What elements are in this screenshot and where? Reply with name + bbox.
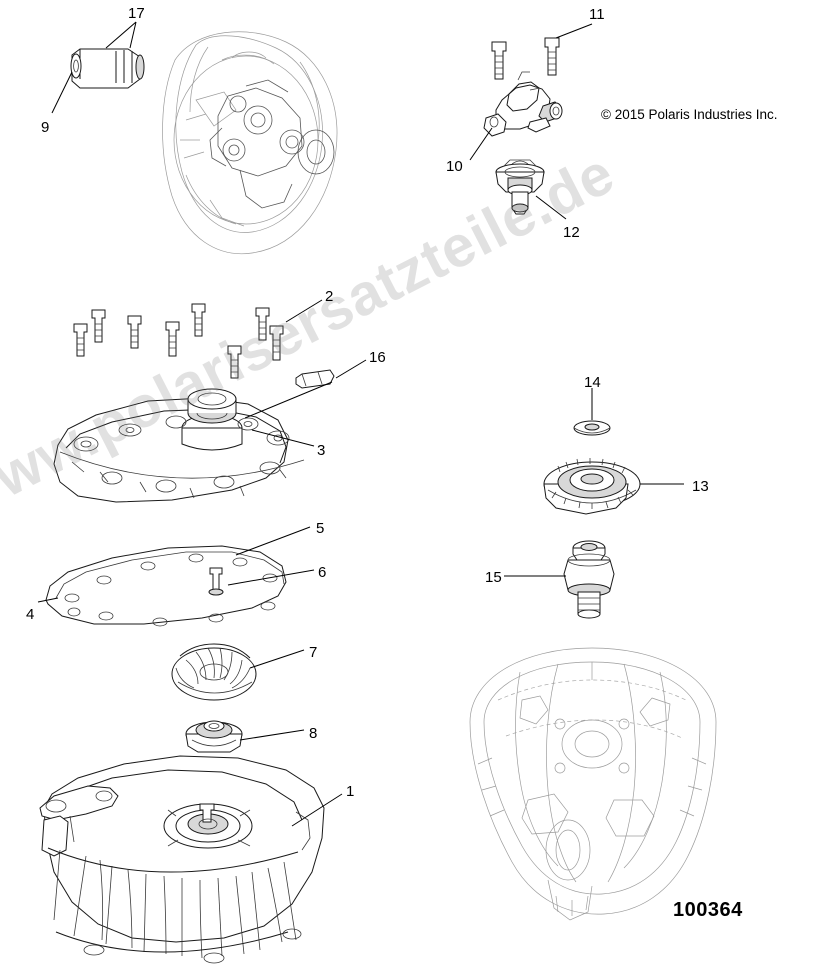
- part-2-bolts: [73, 303, 284, 379]
- part-15-shaft-assembly: [563, 540, 615, 619]
- copyright-notice: © 2015 Polaris Industries Inc.: [601, 107, 778, 122]
- callout-2: 2: [325, 288, 334, 305]
- callout-15: 15: [485, 569, 502, 586]
- callout-12: 12: [563, 224, 580, 241]
- part-13-pulley: [543, 458, 641, 515]
- callout-6: 6: [318, 564, 327, 581]
- part-16-fitting: [295, 369, 335, 389]
- part-14-washer: [573, 420, 611, 436]
- callout-13: 13: [692, 478, 709, 495]
- callout-9: 9: [41, 119, 50, 136]
- part-3-pump-cover: [53, 388, 305, 503]
- part-8-seal: [185, 720, 243, 753]
- ghost-case-assembly: [469, 647, 717, 921]
- callout-17: 17: [128, 5, 145, 22]
- callout-14: 14: [584, 374, 601, 391]
- callout-4: 4: [26, 606, 35, 623]
- callout-11: 11: [589, 6, 605, 23]
- callout-3: 3: [317, 442, 326, 459]
- part-17-dowel-pin: [70, 48, 145, 89]
- callout-1: 1: [346, 783, 355, 800]
- part-12-thermostat: [495, 159, 545, 215]
- callout-10: 10: [446, 158, 463, 175]
- callout-16: 16: [369, 349, 386, 366]
- callout-8: 8: [309, 725, 318, 742]
- ghost-transmission-housing: [162, 31, 338, 255]
- part-11-bolts: [491, 37, 560, 80]
- part-4-5-6-gasket: [45, 545, 287, 627]
- diagram-part-number: 100364: [673, 899, 743, 921]
- part-1-housing: [39, 755, 325, 964]
- part-10-thermostat-housing: [483, 71, 563, 137]
- callout-7: 7: [309, 644, 318, 661]
- callout-5: 5: [316, 520, 325, 537]
- part-7-impeller: [171, 643, 257, 701]
